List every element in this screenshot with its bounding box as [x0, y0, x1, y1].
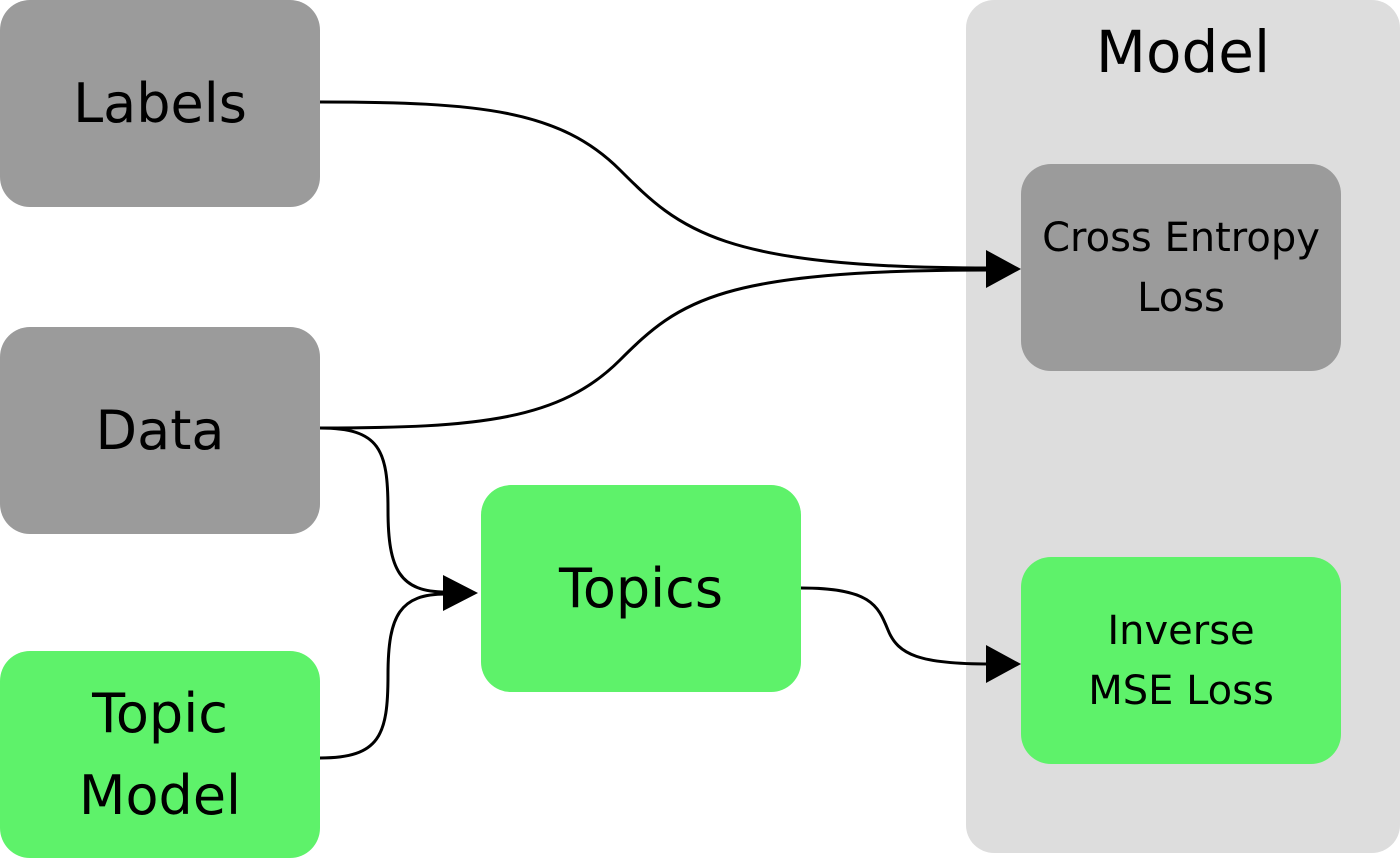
- cross-entropy-loss-node-label: Cross Entropy Loss: [1042, 214, 1320, 321]
- edge-topic-model-to-topics: [319, 592, 447, 760]
- edge-labels-to-cross-entropy: [319, 100, 991, 270]
- data-node-label: Data: [95, 398, 225, 462]
- arrowhead-topics: [443, 575, 478, 611]
- data-node: Data: [0, 327, 320, 534]
- labels-node-label: Labels: [73, 71, 247, 135]
- inverse-mse-loss-node-label: Inverse MSE Loss: [1088, 607, 1274, 714]
- topic-model-node-label: Topic Model: [78, 681, 242, 827]
- topic-model-node: Topic Model: [0, 651, 320, 858]
- model-container-title: Model: [1095, 18, 1271, 86]
- edge-topics-to-mse: [800, 586, 991, 666]
- cross-entropy-loss-node: Cross Entropy Loss: [1021, 164, 1341, 371]
- topics-node-label: Topics: [559, 556, 723, 620]
- inverse-mse-loss-node: Inverse MSE Loss: [1021, 557, 1341, 764]
- edge-data-to-topics: [319, 426, 447, 594]
- labels-node: Labels: [0, 0, 320, 207]
- edge-data-to-cross-entropy: [319, 268, 991, 430]
- topics-node: Topics: [481, 485, 801, 692]
